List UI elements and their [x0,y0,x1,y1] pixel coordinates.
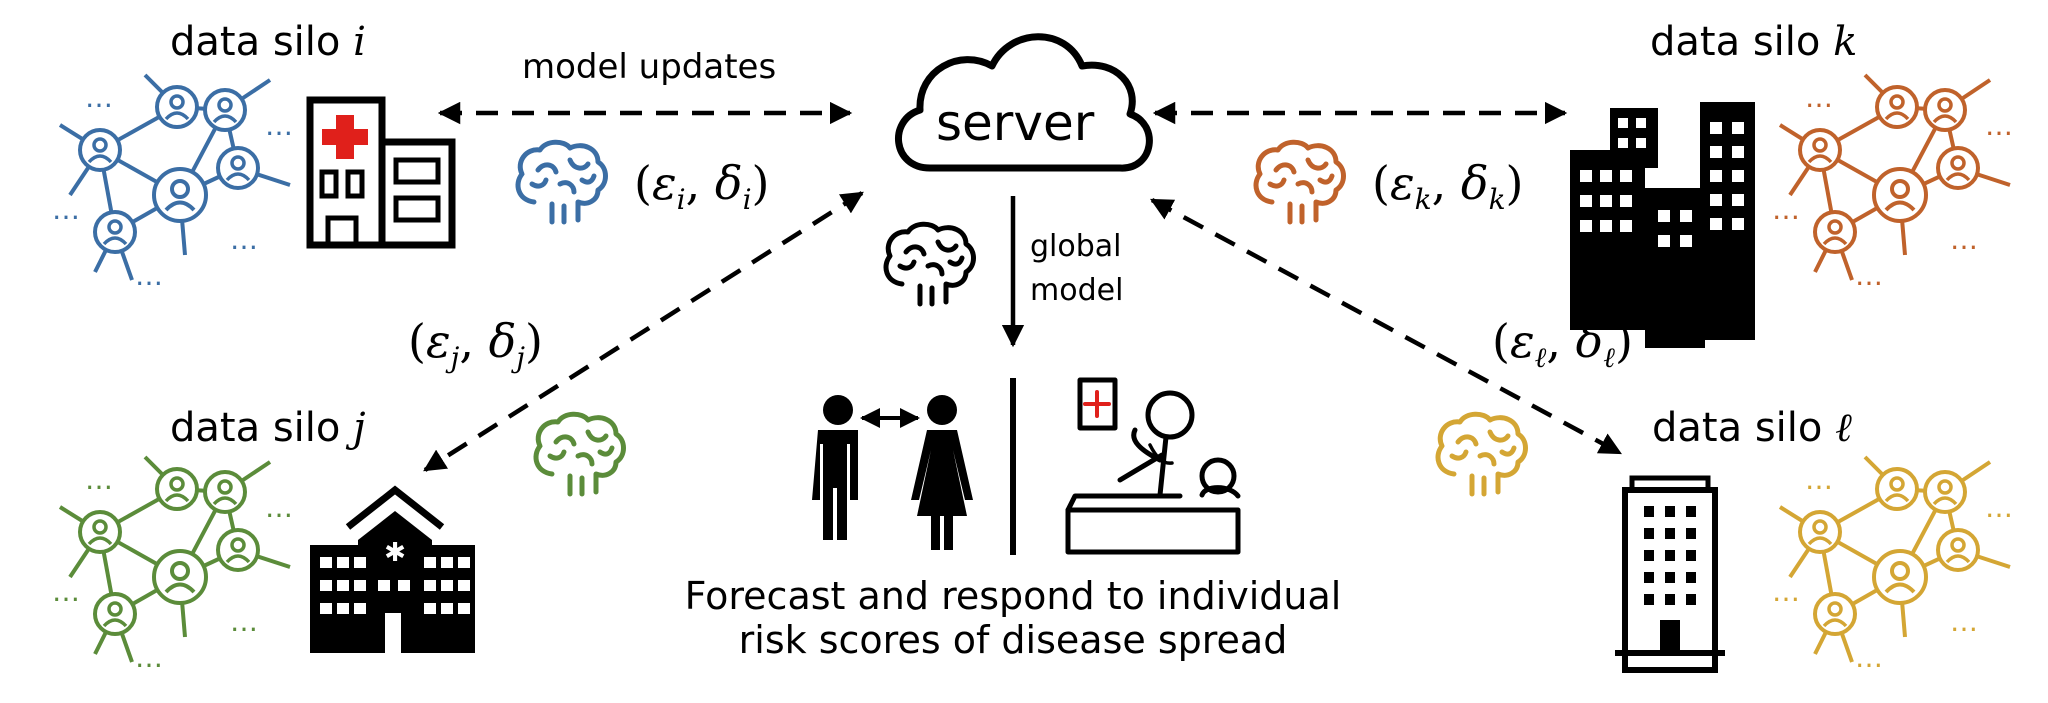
ellipsis: … [1772,193,1800,226]
hospital-icon [306,96,456,249]
ellipsis: … [52,193,80,226]
ellipsis: … [1950,605,1978,638]
silo-title-k: data silo k [1650,19,1858,65]
silo-title-i: data silo i [170,19,366,65]
ellipsis: … [230,605,258,638]
ellipsis: … [1985,491,2013,524]
ellipsis: … [265,109,293,142]
ellipsis: … [1950,223,1978,256]
ellipsis: … [1855,259,1883,292]
ellipsis: … [265,491,293,524]
ellipsis: … [85,81,113,114]
bottom-caption-line1: Forecast and respond to individual [684,574,1342,618]
ellipsis: … [135,641,163,674]
school-icon: ✱ [310,485,475,653]
brain-icon-silo-l [1438,414,1526,494]
ellipsis: … [135,259,163,292]
arrow-server-silo-l [1150,198,1622,455]
edge-label-global-model-2: model [1030,273,1124,308]
svg-text:✱: ✱ [384,538,406,568]
arrow-server-silo-j [423,191,864,472]
brain-icon-global [886,224,974,304]
ellipsis: … [1805,81,1833,114]
bottom-caption-line2: risk scores of disease spread [738,617,1288,662]
cloud-icon [895,33,1153,172]
city-buildings-icon [1570,102,1755,348]
server-label: server [936,94,1095,152]
contact-people-icon [812,395,973,550]
bottom-caption: Forecast and respond to individual risk … [640,574,1386,662]
brain-icon-silo-j [536,414,624,494]
ellipsis: … [1805,463,1833,496]
ellipsis: … [1855,641,1883,674]
silo-title-l: data silo ℓ [1652,405,1852,451]
patient-care-icon [1065,377,1241,555]
ellipsis: … [85,463,113,496]
silo-title-j: data silo j [170,405,366,451]
privacy-param-i: (εi, δi) [634,156,770,216]
edge-label-global-model-1: global [1030,229,1122,264]
privacy-param-k: (εk, δk) [1372,156,1524,216]
ellipsis: … [52,575,80,608]
edge-label-model-updates: model updates [522,47,777,87]
privacy-param-l: (εℓ, δℓ) [1492,314,1633,374]
ellipsis: … [1985,109,2013,142]
ellipsis: … [1772,575,1800,608]
brain-icon-silo-k [1256,142,1344,222]
brain-icon-silo-i [518,142,606,222]
office-tower-icon [1615,475,1725,673]
ellipsis: … [230,223,258,256]
privacy-param-j: (εj, δj) [408,314,543,374]
